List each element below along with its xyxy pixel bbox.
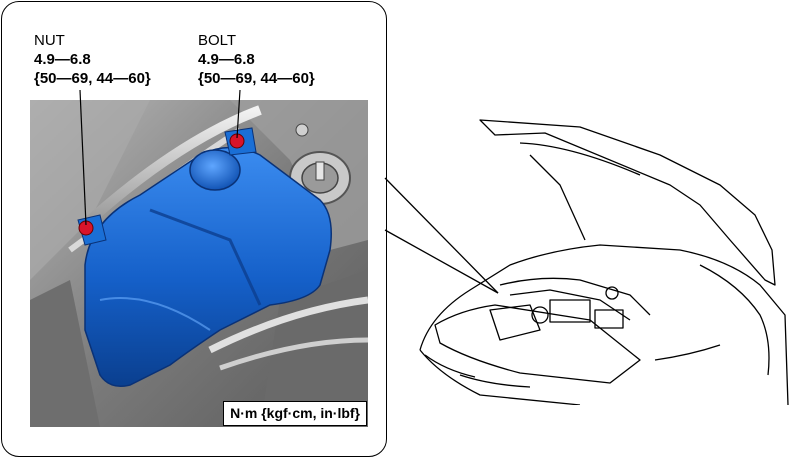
bolt-marker bbox=[229, 133, 245, 149]
bolt-name: BOLT bbox=[198, 32, 237, 49]
reservoir-location bbox=[489, 304, 541, 341]
nut-marker bbox=[78, 220, 94, 236]
nut-name: NUT bbox=[34, 32, 65, 49]
bolt-label: BOLT 4.9—6.8 {50—69, 44—60} bbox=[198, 31, 315, 88]
nut-torque-alt: {50—69, 44—60} bbox=[34, 70, 151, 87]
torque-units-label: N·m {kgf·cm, in·lbf} bbox=[223, 401, 367, 426]
nut-label: NUT 4.9—6.8 {50—69, 44—60} bbox=[34, 31, 151, 88]
engine-bay-detail-drawing bbox=[30, 100, 368, 427]
bolt-torque-nm: 4.9—6.8 bbox=[198, 51, 255, 68]
open-hood bbox=[479, 119, 776, 286]
nut-torque-nm: 4.9—6.8 bbox=[34, 51, 91, 68]
engine-bay-outline bbox=[434, 304, 641, 384]
bolt-torque-alt: {50—69, 44—60} bbox=[198, 70, 315, 87]
car-body-outline bbox=[419, 244, 789, 405]
engine-bay-detail-image: N·m {kgf·cm, in·lbf} bbox=[30, 100, 368, 427]
vehicle-overview-drawing bbox=[419, 119, 789, 405]
